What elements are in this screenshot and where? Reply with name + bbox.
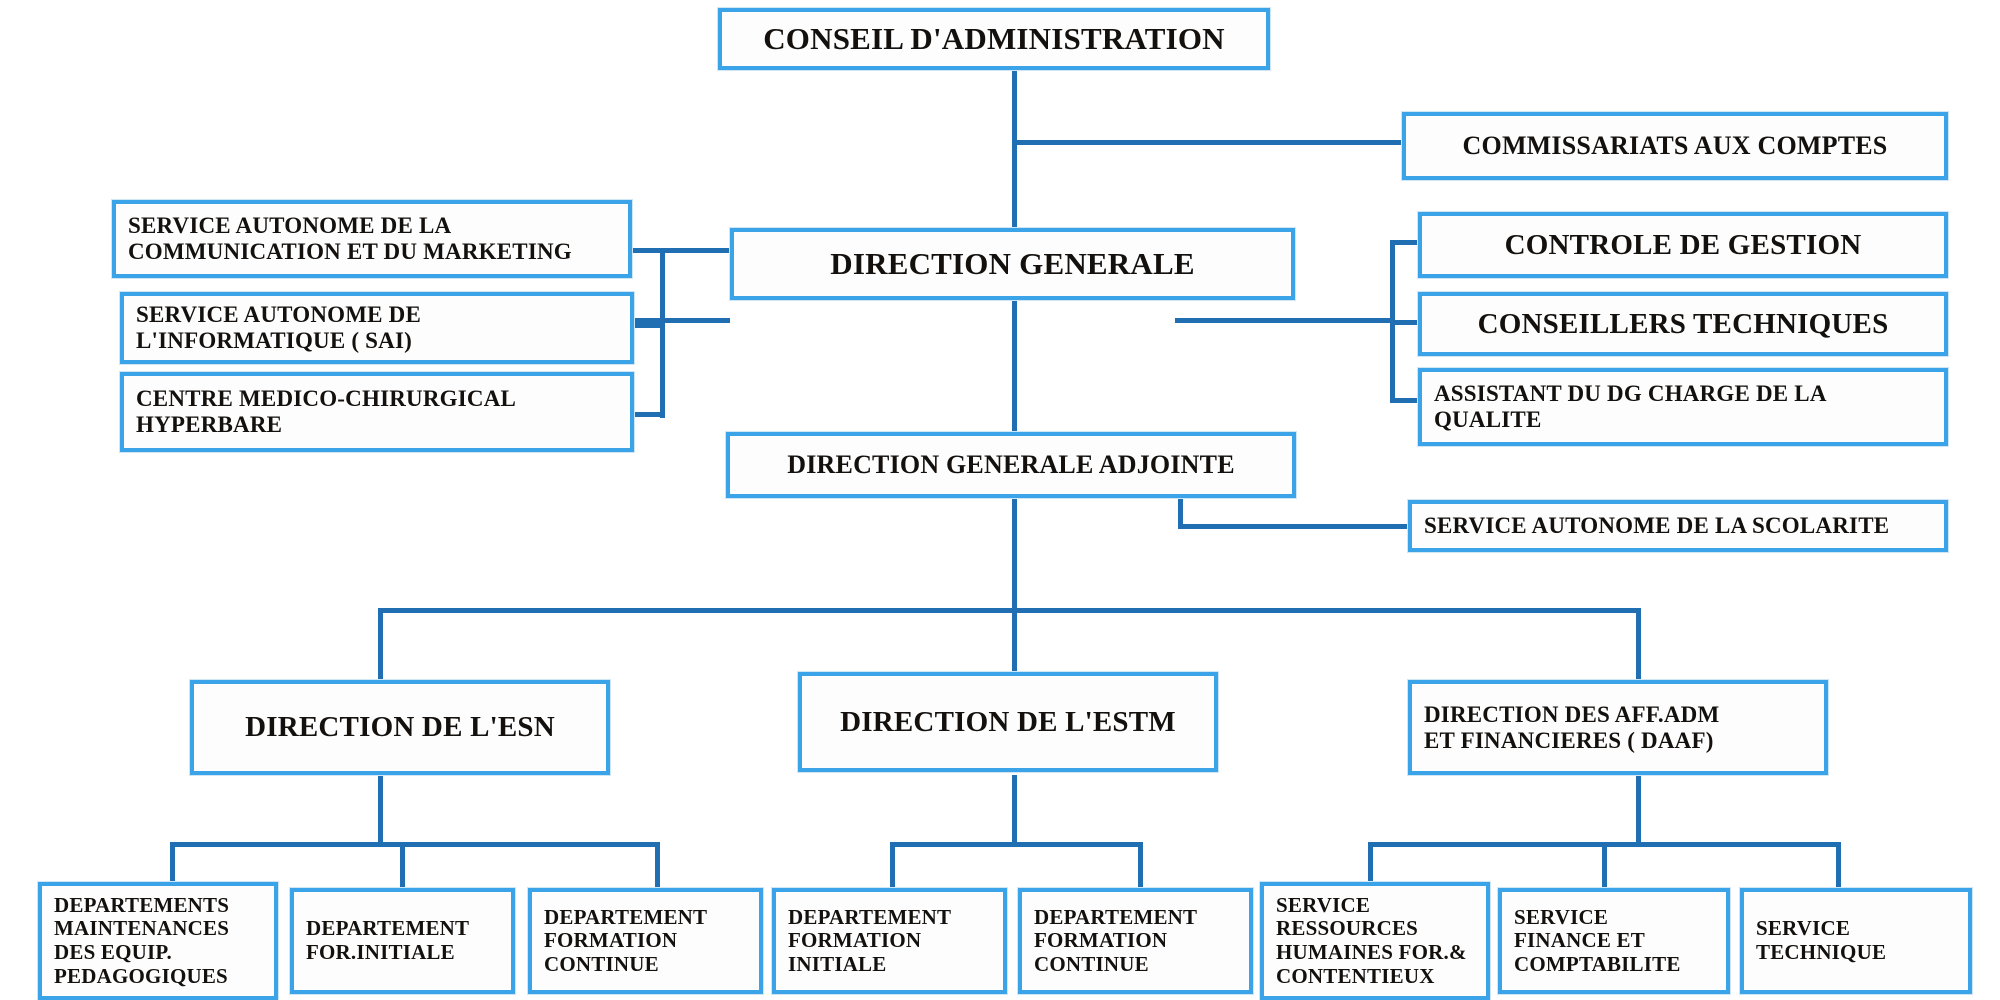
node-label: DEPARTEMENT FOR.INITIALE	[306, 916, 470, 964]
connector-ca-trunk	[1012, 62, 1017, 362]
node-dept-formation-initiale-estm[interactable]: DEPARTEMENT FORMATION INITIALE	[771, 887, 1008, 995]
connector-left-spine	[660, 248, 665, 418]
node-direction-esn[interactable]: DIRECTION DE L'ESN	[189, 679, 611, 776]
node-label: SERVICE FINANCE ET COMPTABILITE	[1514, 904, 1681, 976]
node-label: CONTROLE DE GESTION	[1504, 228, 1862, 261]
node-label: DIRECTION GENERALE ADJOINTE	[787, 450, 1235, 480]
node-label: DIRECTION DE L'ESTM	[840, 705, 1176, 738]
node-label: DIRECTION DES AFF.ADM ET FINANCIERES ( D…	[1424, 701, 1720, 753]
node-label: DEPARTEMENT FORMATION CONTINUE	[1034, 904, 1198, 976]
node-service-informatique[interactable]: SERVICE AUTONOME DE L'INFORMATIQUE ( SAI…	[119, 291, 635, 365]
connector-dg-left-lower	[625, 318, 730, 323]
node-dept-formation-continue-esn[interactable]: DEPARTEMENT FORMATION CONTINUE	[527, 887, 764, 995]
node-label: CONSEILLERS TECHNIQUES	[1477, 307, 1889, 340]
connector-daaf-trunk	[1636, 775, 1641, 845]
node-dept-formation-continue-estm[interactable]: DEPARTEMENT FORMATION CONTINUE	[1017, 887, 1254, 995]
connector-dg-right-lower	[1175, 318, 1390, 323]
node-label: SERVICE RESSOURCES HUMAINES FOR.& CONTEN…	[1276, 892, 1467, 988]
connector-esn-trunk	[378, 775, 383, 845]
connector-right-to-conseillers	[1390, 320, 1420, 325]
node-label: SERVICE AUTONOME DE LA SCOLARITE	[1424, 513, 1890, 539]
connector-directions-bus	[378, 608, 1640, 613]
connector-dg-left-top	[660, 248, 730, 253]
node-direction-daaf[interactable]: DIRECTION DES AFF.ADM ET FINANCIERES ( D…	[1407, 679, 1829, 776]
connector-dga-trunk	[1012, 498, 1017, 610]
node-label: SERVICE TECHNIQUE	[1756, 916, 1887, 964]
node-direction-generale[interactable]: DIRECTION GENERALE	[729, 227, 1296, 301]
node-label: CENTRE MEDICO-CHIRURGICAL HYPERBARE	[136, 386, 517, 437]
connector-right-to-controle	[1390, 240, 1420, 245]
node-service-rh-contentieux[interactable]: SERVICE RESSOURCES HUMAINES FOR.& CONTEN…	[1259, 881, 1491, 1000]
connector-esn-child2	[400, 842, 405, 887]
node-conseil-administration[interactable]: CONSEIL D'ADMINISTRATION	[717, 7, 1271, 71]
connector-left-to-medico	[625, 412, 665, 417]
node-label: DEPARTEMENT FORMATION INITIALE	[788, 904, 952, 976]
connector-left-to-communication	[625, 248, 665, 253]
node-label: DIRECTION GENERALE	[830, 245, 1195, 281]
node-dept-for-initiale[interactable]: DEPARTEMENT FOR.INITIALE	[289, 887, 516, 995]
connector-dga-scolarite-drop	[1178, 498, 1183, 528]
node-dept-maintenance-equip[interactable]: DEPARTEMENTS MAINTENANCES DES EQUIP. PED…	[37, 881, 279, 1000]
node-label: ASSISTANT DU DG CHARGE DE LA QUALITE	[1434, 381, 1827, 432]
connector-estm-trunk	[1012, 775, 1017, 845]
node-commissariats-aux-comptes[interactable]: COMMISSARIATS AUX COMPTES	[1401, 111, 1949, 181]
node-label: DEPARTEMENT FORMATION CONTINUE	[544, 904, 708, 976]
node-centre-medico-chirurgical[interactable]: CENTRE MEDICO-CHIRURGICAL HYPERBARE	[119, 371, 635, 453]
connector-estm-bus	[890, 842, 1140, 847]
connector-dg-to-dga	[1012, 300, 1017, 440]
connector-bus-to-daaf	[1636, 608, 1641, 684]
node-controle-de-gestion[interactable]: CONTROLE DE GESTION	[1417, 211, 1949, 279]
node-label: SERVICE AUTONOME DE LA COMMUNICATION ET …	[128, 213, 572, 264]
connector-dga-to-scolarite	[1178, 524, 1408, 529]
connector-estm-child2	[1138, 842, 1143, 887]
connector-daaf-child2	[1602, 842, 1607, 887]
connector-daaf-child3	[1836, 842, 1841, 887]
node-direction-generale-adjointe[interactable]: DIRECTION GENERALE ADJOINTE	[725, 431, 1297, 499]
connector-esn-child1	[170, 842, 175, 887]
connector-esn-child3	[655, 842, 660, 887]
connector-left-to-informatique	[625, 323, 665, 328]
connector-ca-to-commissariats	[1012, 140, 1402, 145]
node-label: CONSEIL D'ADMINISTRATION	[763, 20, 1225, 56]
node-label: DIRECTION DE L'ESN	[245, 711, 555, 744]
node-service-communication-marketing[interactable]: SERVICE AUTONOME DE LA COMMUNICATION ET …	[111, 199, 633, 279]
connector-daaf-child1	[1368, 842, 1373, 887]
node-service-scolarite[interactable]: SERVICE AUTONOME DE LA SCOLARITE	[1407, 499, 1949, 553]
node-conseillers-techniques[interactable]: CONSEILLERS TECHNIQUES	[1417, 291, 1949, 357]
node-service-finance-comptabilite[interactable]: SERVICE FINANCE ET COMPTABILITE	[1497, 887, 1731, 995]
connector-right-to-assistant	[1390, 398, 1420, 403]
node-direction-estm[interactable]: DIRECTION DE L'ESTM	[797, 671, 1219, 773]
connector-bus-to-estm	[1012, 608, 1017, 684]
node-label: COMMISSARIATS AUX COMPTES	[1462, 131, 1888, 161]
node-service-technique[interactable]: SERVICE TECHNIQUE	[1739, 887, 1973, 995]
connector-estm-child1	[890, 842, 895, 887]
connector-bus-to-esn	[378, 608, 383, 684]
connector-esn-bus	[170, 842, 660, 847]
node-label: DEPARTEMENTS MAINTENANCES DES EQUIP. PED…	[54, 892, 230, 988]
node-assistant-dg-qualite[interactable]: ASSISTANT DU DG CHARGE DE LA QUALITE	[1417, 367, 1949, 447]
node-label: SERVICE AUTONOME DE L'INFORMATIQUE ( SAI…	[136, 302, 422, 353]
